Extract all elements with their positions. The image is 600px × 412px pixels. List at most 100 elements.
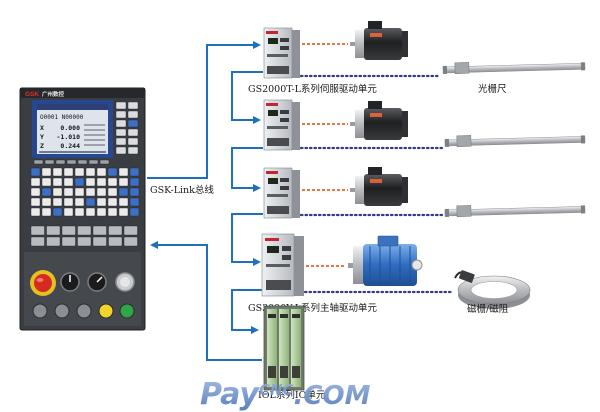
servo-motor-2 — [350, 101, 408, 140]
keypad-key — [30, 207, 41, 217]
keypad-key — [118, 187, 129, 197]
function-key — [30, 225, 45, 236]
keypad-key — [74, 187, 85, 197]
panel-brand-name: 广州数控 — [42, 90, 65, 98]
gsk-link-bus — [147, 41, 263, 361]
servo-drive-unit-1 — [263, 27, 300, 79]
soft-key — [44, 159, 55, 165]
keypad-key — [63, 177, 74, 187]
keypad-key — [52, 197, 63, 207]
side-key — [127, 146, 139, 155]
soft-key — [99, 159, 110, 165]
soft-key — [33, 159, 44, 165]
keypad — [30, 167, 140, 247]
lcd-axis-z-label: Z — [40, 142, 44, 150]
spindle-override-knob — [87, 272, 107, 292]
cnc-controller-panel: GSK 广州数控 O0001 N00000 X 0.000 Y -1.010 Z… — [19, 87, 146, 331]
servo-motor-1 — [350, 21, 408, 60]
lcd-program-number: O0001 N00000 — [40, 114, 84, 121]
motor-power-lines — [302, 43, 348, 267]
bus-label: GSK-Link总线 — [150, 184, 214, 196]
feed-override-knob — [60, 272, 80, 292]
keypad-key — [30, 197, 41, 207]
keypad-key — [129, 197, 140, 207]
servo-drive-unit-3 — [263, 167, 300, 219]
keypad-key — [107, 177, 118, 187]
keypad-key — [41, 207, 52, 217]
keypad-key — [96, 167, 107, 177]
bus-line-to-servo-3 — [231, 147, 263, 192]
watermark-part-com: .COM — [294, 381, 371, 411]
keypad-key — [118, 167, 129, 177]
keypad-key — [52, 207, 63, 217]
function-key — [46, 225, 61, 236]
magnetic-ring-encoder — [454, 270, 531, 309]
function-key — [92, 225, 107, 236]
keypad-key — [52, 167, 63, 177]
bus-line-to-servo-2 — [231, 71, 263, 124]
soft-key — [77, 159, 88, 165]
keypad-key — [30, 167, 41, 177]
spindle-motor — [348, 235, 423, 286]
io-unit-label: IOL系列IO单元 — [258, 389, 326, 401]
panel-button-gray — [54, 303, 70, 319]
side-key — [127, 101, 139, 110]
function-key — [61, 236, 76, 247]
servo-drive-unit-2 — [263, 99, 300, 151]
io-unit — [263, 305, 305, 391]
function-key — [123, 236, 138, 247]
lcd-axis-z-value: 0.244 — [60, 142, 80, 150]
side-key — [115, 119, 127, 128]
linear-scale-2 — [444, 135, 586, 147]
function-key — [123, 225, 138, 236]
spindle-drive-unit — [261, 233, 304, 297]
keypad-key — [30, 177, 41, 187]
keypad-key — [41, 167, 52, 177]
keypad-key — [41, 187, 52, 197]
watermark-part-pay: Pay — [200, 377, 260, 412]
function-key — [108, 236, 123, 247]
side-key — [115, 110, 127, 119]
lcd-axis-x-label: X — [40, 124, 44, 132]
paycnc-watermark: PayCNC.COM — [200, 377, 371, 412]
keypad-key — [74, 167, 85, 177]
screen-side-keys — [115, 101, 139, 155]
function-key — [46, 236, 61, 247]
linear-scale-label: 光栅尺 — [478, 83, 507, 95]
function-key — [77, 225, 92, 236]
magnetic-encoder-label: 磁栅/磁阻 — [467, 303, 509, 315]
side-key — [115, 101, 127, 110]
bus-line-to-spindle-drive — [231, 213, 263, 266]
panel-button-gray — [32, 303, 48, 319]
side-key — [115, 146, 127, 155]
screen-soft-keys — [33, 159, 110, 165]
keypad-key — [85, 177, 96, 187]
keypad-key — [129, 207, 140, 217]
keypad-key — [74, 207, 85, 217]
side-key — [127, 137, 139, 146]
soft-key — [88, 159, 99, 165]
keypad-key — [52, 177, 63, 187]
lcd-side-table — [39, 124, 106, 153]
side-key — [115, 128, 127, 137]
keypad-key — [118, 197, 129, 207]
function-key — [30, 236, 45, 247]
lcd-title-bar — [37, 104, 108, 110]
bus-line-to-io-unit — [231, 289, 263, 334]
linear-scale-1 — [442, 62, 586, 74]
keypad-key — [63, 187, 74, 197]
soft-key — [66, 159, 77, 165]
keypad-key — [118, 177, 129, 187]
keypad-key — [63, 167, 74, 177]
side-key — [127, 119, 139, 128]
keypad-key — [52, 187, 63, 197]
panel-button-gray — [76, 303, 92, 319]
watermark-part-cnc: CNC — [259, 381, 294, 399]
keypad-key — [96, 207, 107, 217]
linear-scale-3 — [444, 205, 586, 217]
side-key — [127, 110, 139, 119]
keypad-key — [129, 187, 140, 197]
keypad-key — [74, 197, 85, 207]
